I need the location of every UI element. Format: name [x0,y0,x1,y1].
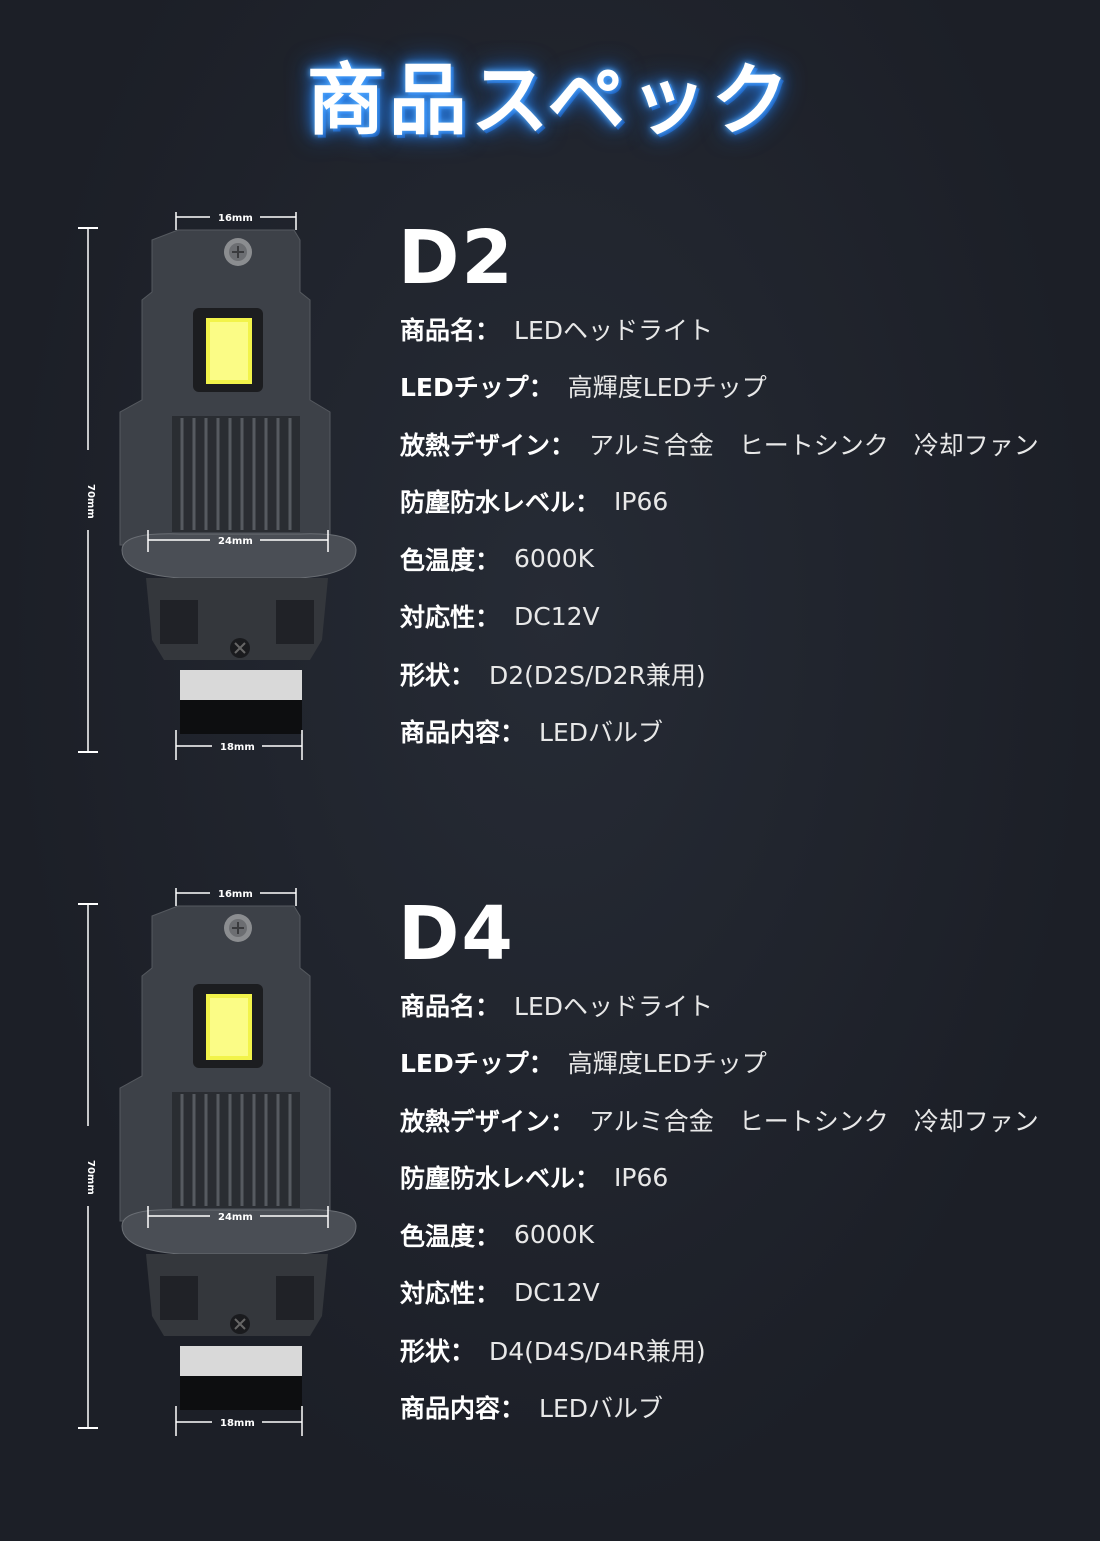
spec-label: 形状： [400,1336,476,1366]
mid-width-label: 24mm [218,536,253,547]
spec-label: 商品内容： [400,718,526,748]
spec-value: アルミ合金 ヒートシンク 冷却ファン [589,1106,1039,1136]
spec-row: LEDチップ： 高輝度LEDチップ [400,1034,1090,1092]
spec-value: DC12V [514,1277,600,1307]
led-bulb-image [119,229,357,734]
spec-row: 放熱デザイン： アルミ合金 ヒートシンク 冷却ファン [400,415,1090,473]
spec-row: 商品名： LEDヘッドライト [400,976,1090,1034]
spec-value: アルミ合金 ヒートシンク 冷却ファン [589,430,1039,460]
spec-value: 高輝度LEDチップ [567,373,767,403]
spec-value: LEDバルブ [539,718,663,748]
spec-value: DC12V [514,601,600,631]
height-label: 70mm [85,1160,96,1195]
mid-width-label: 24mm [218,1212,253,1223]
spec-label: 商品名： [400,315,501,345]
spec-value: LEDヘッドライト [514,315,713,345]
spec-value: LEDヘッドライト [514,991,713,1021]
spec-value: LEDバルブ [539,1394,663,1424]
spec-value: D4(D4S/D4R兼用) [489,1336,706,1366]
dimension-height: 70mm [78,227,98,753]
bulb-diagram: 70mm 16mm [78,212,357,760]
spec-label: 商品内容： [400,1394,526,1424]
dimension-mid-width: 24mm [147,530,329,552]
spec-list: 商品名： LEDヘッドライト LEDチップ： 高輝度LEDチップ 放熱デザイン： アル… [400,976,1090,1436]
spec-label: LEDチップ： [400,1049,554,1079]
model-name: D4 [398,891,515,977]
model-name: D2 [398,215,515,301]
top-width-label: 16mm [218,213,253,224]
base-width-label: 18mm [220,742,255,753]
spec-value: 高輝度LEDチップ [567,1049,767,1079]
spec-row: LEDチップ： 高輝度LEDチップ [400,358,1090,416]
product-section-d2: 70mm 16mm [0,200,1100,760]
spec-value: IP66 [614,486,669,516]
spec-row: 対応性： DC12V [400,588,1090,646]
spec-row: 色温度： 6000K [400,530,1090,588]
spec-list: 商品名： LEDヘッドライト LEDチップ： 高輝度LEDチップ 放熱デザイン： アル… [400,300,1090,760]
dimension-mid-width: 24mm [147,1206,329,1228]
spec-row: 色温度： 6000K [400,1206,1090,1264]
dimension-base-width: 18mm [175,1406,303,1436]
base-width-label: 18mm [220,1418,255,1429]
spec-label: LEDチップ： [400,373,554,403]
spec-value: 6000K [514,544,595,574]
spec-label: 形状： [400,660,476,690]
spec-row: 形状： D2(D2S/D2R兼用) [400,645,1090,703]
spec-label: 色温度： [400,1221,501,1251]
spec-row: 放熱デザイン： アルミ合金 ヒートシンク 冷却ファン [400,1091,1090,1149]
spec-row: 対応性： DC12V [400,1264,1090,1322]
spec-row: 商品名： LEDヘッドライト [400,300,1090,358]
spec-label: 放熱デザイン： [400,430,576,460]
spec-label: 色温度： [400,545,501,575]
spec-value: IP66 [614,1162,669,1192]
spec-row: 商品内容： LEDバルブ [400,1379,1090,1437]
dimension-height: 70mm [78,903,98,1429]
spec-label: 商品名： [400,991,501,1021]
product-section-d4: 70mm 16mm [0,876,1100,1436]
dimension-base-width: 18mm [175,730,303,760]
spec-label: 対応性： [400,603,501,633]
spec-value: 6000K [514,1220,595,1250]
spec-value: D2(D2S/D2R兼用) [489,660,706,690]
top-width-label: 16mm [218,889,253,900]
spec-label: 対応性： [400,1279,501,1309]
dimension-top-width: 16mm [175,888,297,906]
spec-label: 防塵防水レベル： [400,1164,601,1194]
bulb-diagram: 70mm 16mm [78,888,357,1436]
dimension-top-width: 16mm [175,212,297,230]
spec-row: 防塵防水レベル： IP66 [400,473,1090,531]
page-title: 商品スペック [306,56,794,146]
spec-label: 放熱デザイン： [400,1106,576,1136]
spec-row: 形状： D4(D4S/D4R兼用) [400,1321,1090,1379]
spec-label: 防塵防水レベル： [400,488,601,518]
spec-row: 商品内容： LEDバルブ [400,703,1090,761]
spec-row: 防塵防水レベル： IP66 [400,1149,1090,1207]
led-bulb-image [119,905,357,1410]
height-label: 70mm [85,484,96,519]
